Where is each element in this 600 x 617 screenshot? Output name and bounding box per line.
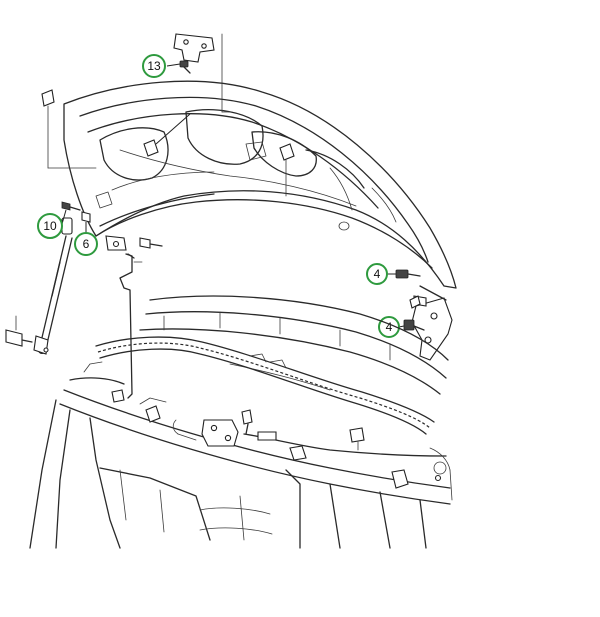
callout-10-label: 10	[43, 219, 57, 233]
front-cross-member	[29, 361, 451, 549]
prop-rod-bracket	[105, 235, 163, 251]
hood-panel	[63, 80, 457, 289]
prop-rod	[119, 253, 143, 399]
bolt-4-lower	[403, 319, 425, 331]
callout-13-label: 13	[147, 59, 161, 73]
misc-hardware	[43, 295, 442, 482]
strut-lower-bolt	[5, 315, 33, 347]
callout-13[interactable]: 13	[142, 54, 166, 78]
hood-latch	[145, 405, 253, 447]
hood-clips	[41, 89, 295, 197]
callout-4-upper-label: 4	[374, 267, 381, 281]
hood-seal	[95, 336, 435, 435]
leader-10	[61, 209, 67, 225]
clip-6	[81, 211, 91, 223]
callout-6[interactable]: 6	[74, 232, 98, 256]
bolt-4-upper	[395, 269, 421, 279]
bolt-10	[61, 201, 81, 211]
leader-13	[166, 63, 181, 67]
release-cable	[243, 427, 453, 501]
callout-4-upper[interactable]: 4	[366, 263, 388, 285]
callout-6-label: 6	[83, 237, 90, 251]
hood-hinge-top	[173, 33, 233, 113]
callout-10[interactable]: 10	[37, 213, 63, 239]
bolt-13	[179, 60, 191, 74]
callout-4-lower-label: 4	[386, 320, 393, 334]
cowl-panel	[139, 295, 449, 395]
